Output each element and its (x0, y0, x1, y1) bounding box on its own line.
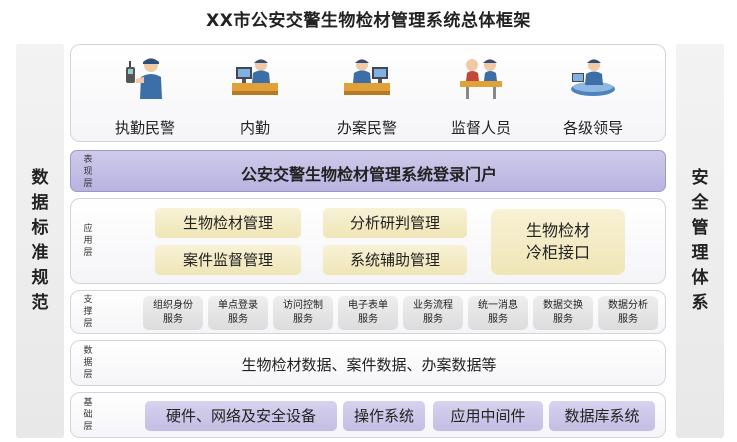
layer-label-char: 数 (83, 346, 93, 356)
user-leader: 各级领导 (543, 53, 643, 138)
application-layer: 应 用 层 生物检材管理 分析研判管理 案件监督管理 系统辅助管理 生物检材 冷… (70, 198, 666, 284)
layer-label: 支 撑 层 (71, 294, 105, 330)
layer-label-char: 据 (83, 358, 93, 368)
service-suffix: 服务 (423, 314, 443, 325)
service-name: 数据交换 (543, 300, 583, 311)
service-name: 访问控制 (283, 300, 323, 311)
right-column-char: 理 (691, 243, 709, 263)
layer-label-char: 层 (83, 422, 93, 432)
data-standards-column: 数 据 标 准 规 范 (16, 44, 64, 438)
data-layer-text: 生物检材数据、案件数据、办案数据等 (241, 356, 497, 374)
user-label: 执勤民警 (114, 119, 175, 137)
base-item: 操作系统 (343, 401, 425, 431)
support-service: 组织身份 服务 (143, 296, 203, 330)
login-portal: 公安交警生物检材管理系统登录门户 (240, 165, 497, 184)
layer-label-char: 层 (83, 319, 93, 329)
layer-label-char: 层 (83, 179, 93, 189)
user-case-officer: 办案民警 (317, 53, 417, 138)
service-name: 统一消息 (478, 300, 518, 311)
data-layer: 数 据 层 生物检材数据、案件数据、办案数据等 (70, 340, 666, 386)
right-column-char: 管 (691, 218, 709, 238)
user-label: 办案民警 (336, 119, 397, 137)
support-service: 数据分析 服务 (598, 296, 658, 330)
base-layer: 基 础 层 硬件、网络及安全设备 操作系统 应用中间件 数据库系统 (70, 392, 666, 438)
left-column-char: 规 (31, 268, 49, 288)
layer-label-char: 表 (83, 155, 93, 165)
right-column-char: 全 (691, 193, 709, 213)
layer-label: 应 用 层 (71, 223, 105, 259)
user-supervisor: 监督人员 (431, 53, 531, 138)
layer-label-char: 应 (83, 224, 93, 234)
left-column-char: 准 (31, 243, 49, 263)
app-module: 生物检材管理 (155, 208, 301, 238)
support-service: 电子表单 服务 (338, 296, 398, 330)
security-management-column: 安 全 管 理 体 系 (676, 44, 724, 438)
user-label: 监督人员 (450, 119, 511, 137)
service-suffix: 服务 (488, 314, 508, 325)
user-traffic-police: 执勤民警 (95, 53, 195, 138)
support-service: 统一消息 服务 (468, 296, 528, 330)
traffic-police-radio-icon (120, 53, 170, 103)
service-name: 业务流程 (413, 300, 453, 311)
app-module: 案件监督管理 (155, 245, 301, 275)
diagram-title: XX市公安交警生物检材管理系统总体框架 (206, 11, 531, 31)
office-staff-computer-icon (230, 53, 280, 103)
layer-label-char: 层 (83, 248, 93, 258)
cold-cabinet-interface: 生物检材 冷柜接口 (491, 209, 625, 275)
layer-label: 数 据 层 (71, 345, 105, 381)
service-suffix: 服务 (293, 314, 313, 325)
presentation-layer: 表 现 层 公安交警生物检材管理系统登录门户 (70, 150, 666, 192)
service-suffix: 服务 (228, 314, 248, 325)
left-column-char: 据 (31, 193, 49, 213)
service-suffix: 服务 (618, 314, 638, 325)
service-name: 数据分析 (608, 300, 648, 311)
service-name: 单点登录 (218, 300, 258, 311)
layer-label-char: 基 (83, 398, 93, 408)
cabinet-line: 冷柜接口 (525, 243, 590, 262)
layer-label-char: 现 (83, 167, 93, 177)
right-column-char: 体 (691, 268, 709, 288)
base-item: 数据库系统 (549, 401, 655, 431)
layer-label-char: 层 (83, 370, 93, 380)
support-service: 数据交换 服务 (533, 296, 593, 330)
cabinet-line: 生物检材 (525, 221, 590, 240)
right-column-char: 系 (691, 293, 709, 313)
layer-label-char: 用 (83, 236, 93, 246)
service-name: 电子表单 (348, 300, 388, 311)
user-label: 各级领导 (562, 119, 623, 137)
left-column-char: 数 (31, 168, 49, 188)
right-column-char: 安 (691, 168, 709, 188)
supervisor-icon (456, 53, 506, 103)
app-module: 分析研判管理 (323, 208, 467, 238)
layer-label-char: 支 (83, 295, 93, 305)
leader-computer-icon (568, 53, 618, 103)
support-service: 访问控制 服务 (273, 296, 333, 330)
case-officer-computer-icon (342, 53, 392, 103)
base-item: 应用中间件 (433, 401, 543, 431)
layer-label: 表 现 层 (71, 154, 105, 190)
left-column-char: 标 (31, 218, 49, 238)
service-suffix: 服务 (553, 314, 573, 325)
users-band: 执勤民警 内勤 (70, 44, 666, 142)
left-column-char: 范 (31, 293, 49, 313)
service-name: 组织身份 (153, 300, 193, 311)
layer-label: 基 础 层 (71, 397, 105, 433)
service-suffix: 服务 (358, 314, 378, 325)
support-layer: 支 撑 层 组织身份 服务 单点登录 服务 访问控制 服务 电子表单 服务 业务… (70, 290, 666, 334)
layer-label-char: 础 (83, 410, 93, 420)
app-module: 系统辅助管理 (323, 245, 467, 275)
service-suffix: 服务 (163, 314, 183, 325)
user-label: 内勤 (239, 119, 270, 137)
support-service: 单点登录 服务 (208, 296, 268, 330)
base-item: 硬件、网络及安全设备 (145, 401, 337, 431)
layer-label-char: 撑 (83, 307, 93, 317)
support-service: 业务流程 服务 (403, 296, 463, 330)
user-office-staff: 内勤 (205, 53, 305, 138)
